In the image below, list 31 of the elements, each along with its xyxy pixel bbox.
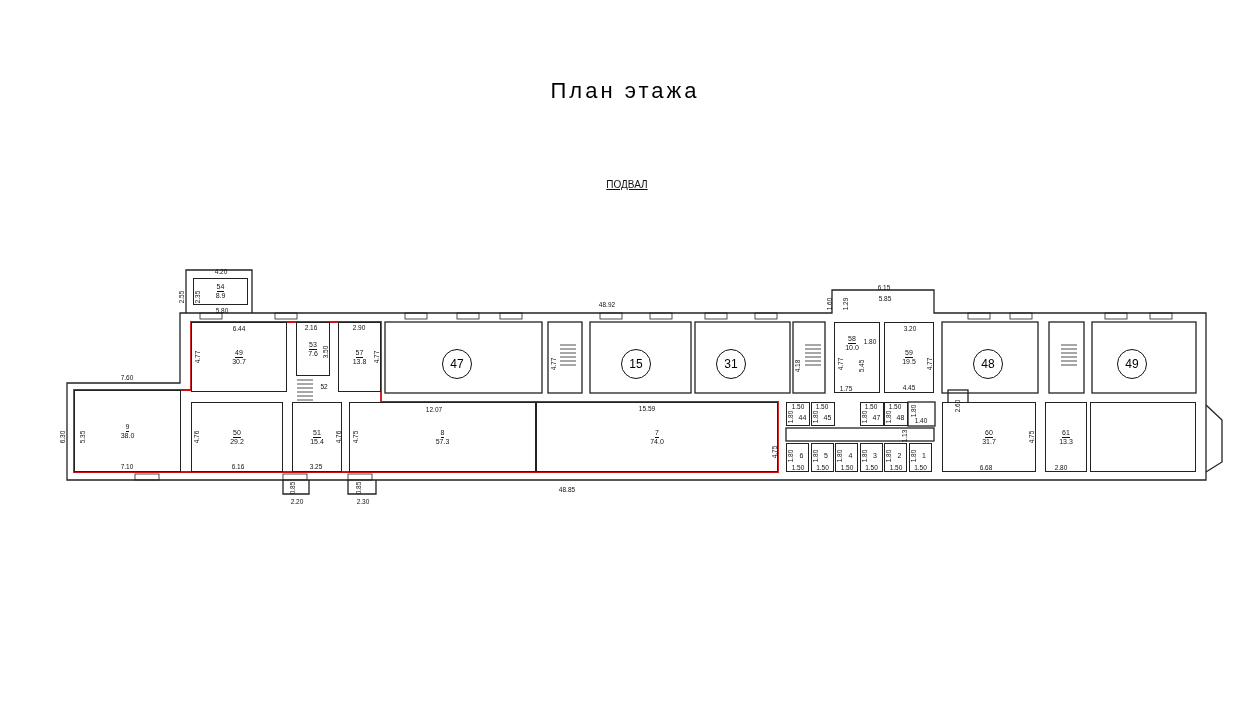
room [349, 402, 536, 472]
room [338, 322, 381, 392]
room [292, 402, 342, 472]
room-marker-circle: 48 [973, 349, 1003, 379]
room [810, 443, 834, 472]
room [296, 322, 330, 376]
room [835, 443, 858, 472]
title: План этажа [549, 78, 701, 104]
room [1045, 402, 1087, 472]
room-marker-circle: 49 [1117, 349, 1147, 379]
room [908, 443, 932, 472]
room [193, 278, 248, 305]
room [191, 322, 287, 392]
room-outline [1090, 402, 1196, 472]
room [860, 402, 884, 426]
room [884, 322, 934, 393]
room [191, 402, 283, 472]
room [942, 402, 1036, 472]
room [786, 402, 810, 426]
room [786, 443, 809, 472]
room [859, 443, 883, 472]
room-marker-circle: 47 [442, 349, 472, 379]
room [884, 443, 907, 472]
room [536, 402, 778, 472]
room [74, 390, 181, 472]
room-marker-circle: 31 [716, 349, 746, 379]
room [811, 402, 835, 426]
floor-label: ПОДВАЛ [606, 179, 648, 191]
room [834, 322, 880, 393]
room [884, 402, 908, 426]
room-marker-circle: 15 [621, 349, 651, 379]
